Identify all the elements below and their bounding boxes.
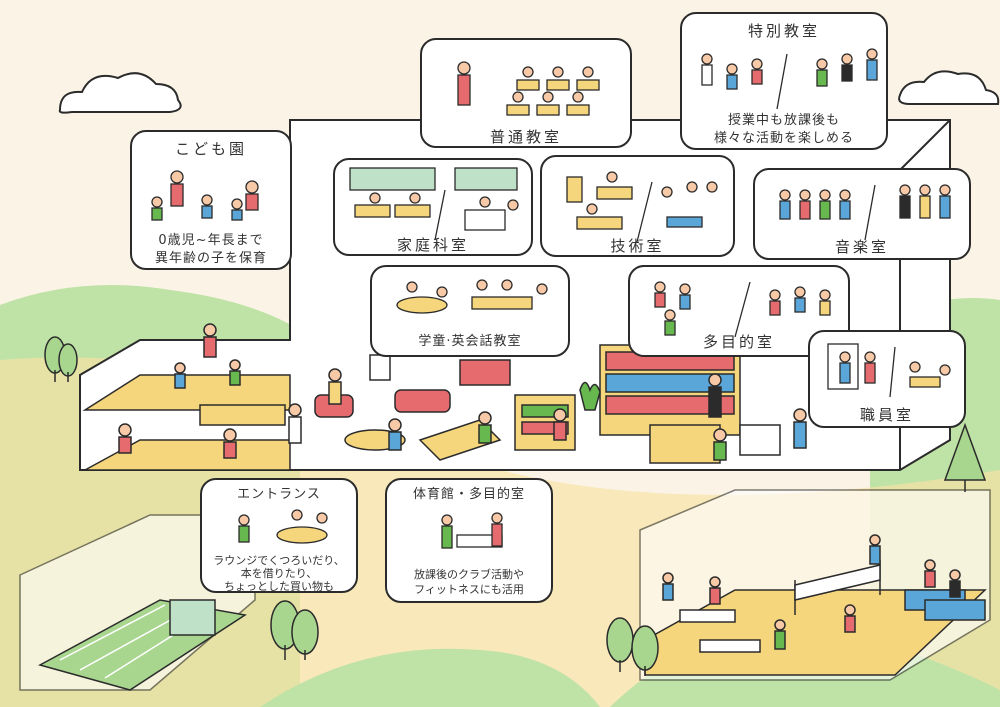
person-figure-icon: [118, 323, 807, 461]
staff-room-scene: [827, 343, 951, 398]
card-title: 職員室: [859, 406, 914, 424]
card-desc-2: 本を借りたり、: [240, 567, 318, 580]
card-gijutsu-shitsu: 技術室: [540, 155, 735, 257]
card-title: 学童·英会話教室: [418, 334, 522, 349]
card-desc-2: 異年齢の子を保育: [154, 251, 267, 266]
tennis-court: [19, 514, 256, 691]
card-gakudo-eikaiwa: 学童·英会話教室: [370, 265, 570, 357]
after-school-scene: [396, 279, 548, 314]
plant-icon: [579, 381, 601, 411]
gym: [639, 489, 991, 681]
card-title: 特別教室: [747, 22, 820, 40]
card-entrance: エントランス ラウンジでくつろいだり、 本を借りたり、 ちょっとした買い物も: [200, 478, 358, 593]
cloud-icon: [58, 72, 182, 114]
entrance-scene: [238, 509, 328, 544]
special-classroom-scene: [701, 48, 878, 110]
card-desc-2: フィットネスにも活用: [414, 583, 524, 596]
card-title: エントランス: [237, 487, 321, 502]
card-taiikukan: 体育館・多目的室 放課後のクラブ活動や フィットネスにも活用: [385, 478, 553, 603]
card-tokubetsu-kyoshitsu: 特別教室 授業中も放課後も 様々な活動を楽しめる: [680, 12, 888, 150]
card-desc-3: ちょっとした買い物も: [224, 580, 334, 593]
card-futsu-kyoshitsu: 普通教室: [420, 38, 632, 148]
tree-icon: [270, 600, 319, 660]
multipurpose-room-scene: [654, 281, 831, 338]
cloud-icon: [898, 70, 1000, 105]
tree-icon: [44, 336, 78, 382]
technology-room-scene: [566, 171, 718, 243]
person-figure-icon: [662, 534, 961, 650]
classroom-scene: [457, 61, 600, 116]
card-title: 多目的室: [702, 333, 775, 351]
card-shokuin-shitsu: 職員室: [808, 330, 966, 428]
card-katei-kashitsu: 家庭科室: [333, 158, 533, 256]
gym-scene: [441, 512, 503, 549]
card-kodomo-en: こども園 0歳児~年長まで 異年齢の子を保育: [130, 130, 292, 270]
card-title: 家庭科室: [396, 236, 469, 254]
shelf: [199, 404, 286, 426]
card-title: 音楽室: [834, 238, 889, 256]
tree-icon: [943, 422, 987, 492]
card-title: 体育館・多目的室: [412, 487, 525, 502]
hill-bottom: [260, 648, 600, 707]
card-title: こども園: [174, 140, 247, 158]
card-title: 普通教室: [489, 128, 562, 146]
card-desc-2: 様々な活動を楽しめる: [713, 131, 854, 146]
tree-icon: [606, 617, 659, 676]
home-economics-scene: [349, 167, 519, 241]
card-desc-1: 授業中も放課後も: [727, 113, 840, 128]
card-desc-1: ラウンジでくつろいだり、: [213, 554, 345, 567]
kindergarten-scene: [151, 170, 259, 221]
music-room-scene: [779, 184, 951, 241]
card-desc-1: 放課後のクラブ活動や: [414, 568, 524, 581]
card-title: 技術室: [610, 237, 665, 255]
card-ongaku-shitsu: 音楽室: [753, 168, 971, 260]
card-desc-1: 0歳児~年長まで: [158, 233, 264, 248]
